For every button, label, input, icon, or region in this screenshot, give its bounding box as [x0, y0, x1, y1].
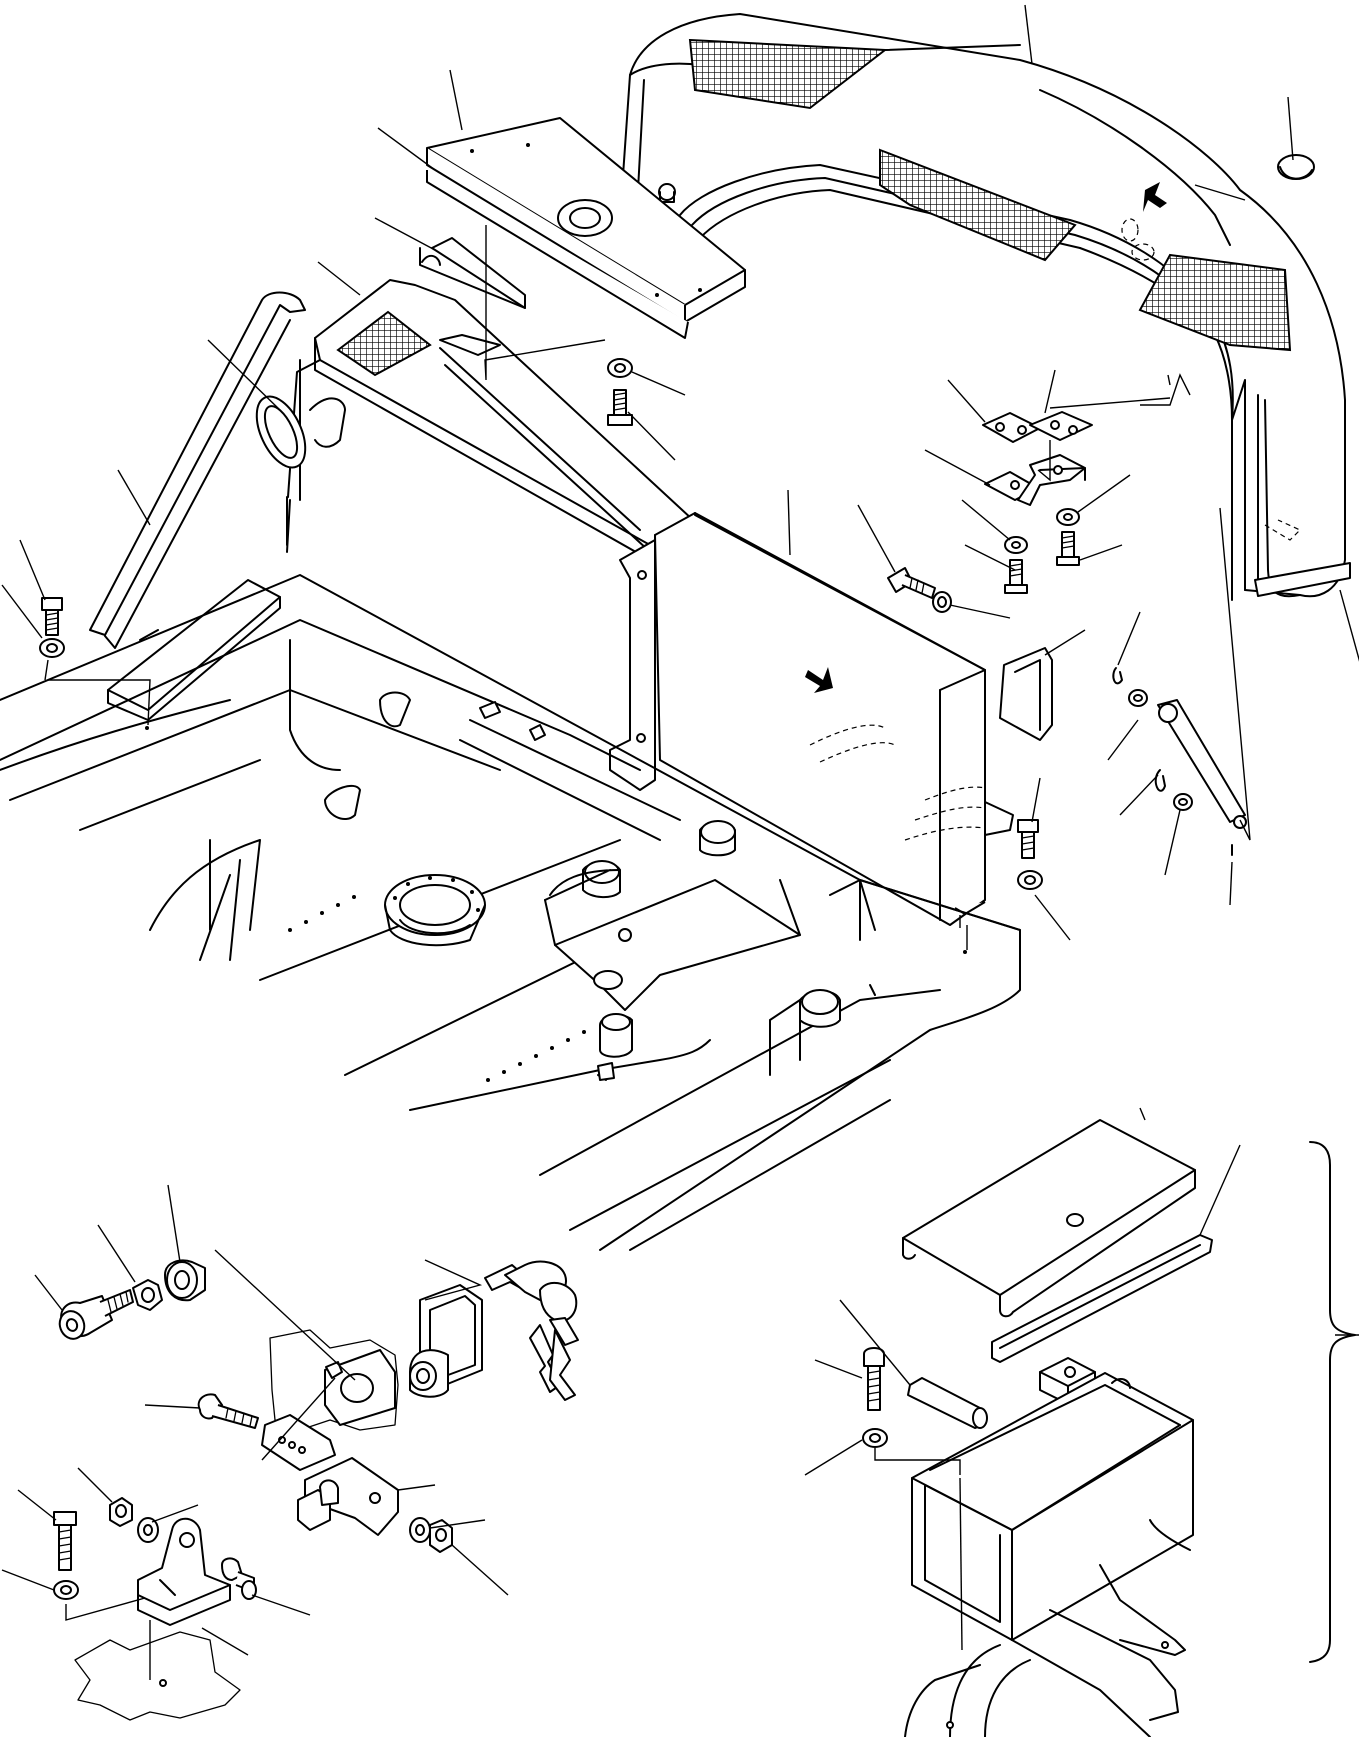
- rubber-cushion: [1277, 154, 1315, 180]
- toolbox-body: [911, 1372, 1194, 1641]
- latch-nut: [429, 1519, 453, 1553]
- rubber-grommet: [255, 395, 346, 469]
- bolt-hinge-horizontal: [887, 567, 936, 599]
- bolt-hinge-vertical-1: [1004, 559, 1028, 594]
- washer-hinge-vertical-2: [1056, 508, 1080, 526]
- latch-bracket: [137, 1517, 231, 1626]
- hood-seal-strip: [1254, 562, 1351, 597]
- tank-cover-panel: [609, 512, 1014, 926]
- hood-grille-right: [1138, 253, 1292, 352]
- wire-harness: [597, 1062, 615, 1081]
- bolt-left: [41, 597, 63, 636]
- swing-circle-flange: [384, 874, 486, 947]
- support-rod: [89, 291, 306, 721]
- latch-plate: [261, 1414, 336, 1471]
- washer-spring-upper: [1128, 689, 1148, 707]
- snap-pin-lower: [1154, 769, 1166, 792]
- washer-top-center: [607, 358, 633, 378]
- seal-strip-top: [431, 237, 526, 309]
- gas-spring: [1157, 699, 1247, 856]
- key-set: [484, 1260, 579, 1401]
- toolbox-assembly-brace: [1309, 1141, 1356, 1663]
- top-cover-plate: [426, 117, 746, 339]
- engine-hood: [621, 13, 1346, 601]
- bracket-bolt: [53, 1511, 77, 1571]
- bracket-washer: [137, 1517, 159, 1543]
- cylinder-lock: [409, 1284, 483, 1398]
- hex-nut-lock: [132, 1279, 163, 1311]
- bolt-hinge-vertical-2: [1056, 531, 1080, 566]
- hood-grille-left: [688, 38, 888, 110]
- toolbox-bolt: [863, 1347, 885, 1411]
- bracket-nut: [109, 1497, 133, 1527]
- lock-screw-small: [325, 1361, 343, 1379]
- frame-dots: [145, 726, 967, 1082]
- toolbox-lid: [902, 1119, 1196, 1318]
- frame-bracket-center: [544, 820, 876, 1076]
- bracket-bolt-washer: [53, 1580, 79, 1600]
- machine-frame: [0, 574, 1021, 1251]
- bolt-panel-right: [1017, 819, 1039, 859]
- toolbox-hinge-pin: [907, 1377, 988, 1429]
- mount-surface: [74, 1631, 241, 1721]
- leader-lines: [1, 4, 1359, 1680]
- hood-stay-rod: [419, 247, 526, 309]
- washer-hinge-vertical-1: [1004, 536, 1028, 554]
- hood-grille-center: [879, 148, 1077, 262]
- toolbox-bolt-washer: [862, 1428, 888, 1448]
- washer-left: [39, 638, 65, 658]
- hood-inner-detail: [1264, 519, 1302, 541]
- washer-panel-right: [1017, 870, 1043, 890]
- hinge-assembly: [982, 411, 1093, 506]
- washer-spring-lower: [1173, 793, 1193, 811]
- cap-screw: [58, 1289, 134, 1340]
- spacer-collar: [164, 1259, 206, 1302]
- latch-washer: [409, 1517, 431, 1543]
- latch-block: [297, 1457, 399, 1536]
- bolt-top-center: [607, 389, 633, 426]
- latch-bolt: [197, 1393, 259, 1429]
- snap-pin-upper: [1112, 667, 1123, 685]
- hood-arrow-top: [1121, 182, 1167, 261]
- hinge-cover: [999, 647, 1053, 741]
- washer-hinge-horizontal: [932, 591, 952, 613]
- toolbox-mount-frame: [904, 1519, 1191, 1737]
